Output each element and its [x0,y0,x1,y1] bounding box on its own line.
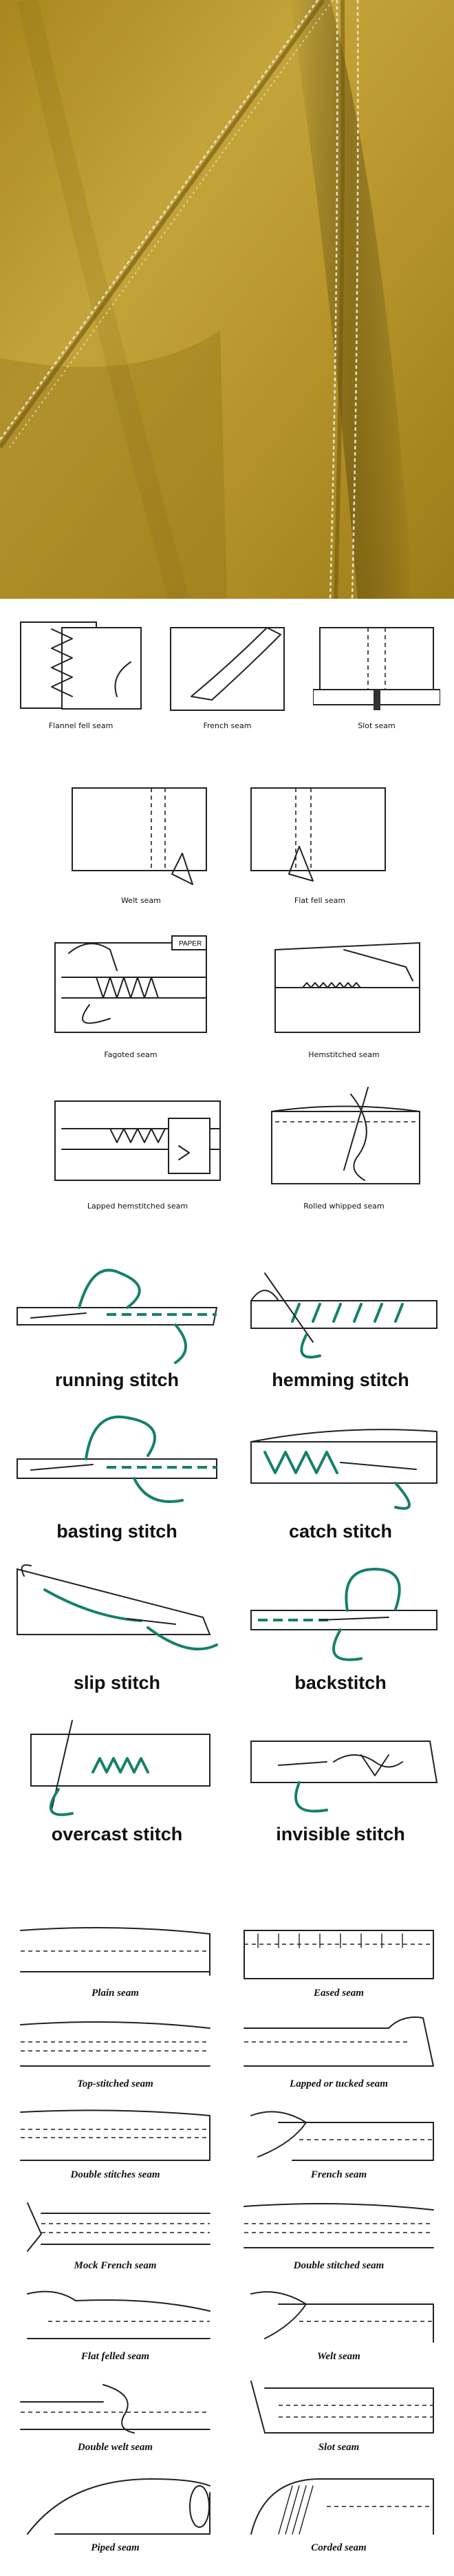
piped-seam-diagram [27,2478,210,2535]
top-diagram-row-1: Flannel fell seam French seam Slot seam [0,606,454,764]
caption-mock-french-seam: Mock French seam [74,2260,157,2271]
caption-hemming-stitch: hemming stitch [272,1370,409,1390]
paper-label: PAPER [179,940,202,948]
double-welt-seam-diagram [20,2384,210,2434]
caption-double-stitched-seam: Double stitched seam [293,2260,385,2271]
fabric-photo-image [0,0,454,599]
welt-seam-diagram [72,787,207,885]
lapped-or-tucked-seam-diagram [244,2016,434,2067]
caption-rolled-whipped-seam: Rolled whipped seam [303,1202,385,1211]
flat-fell-seam-diagram [250,787,386,882]
caption-slip-stitch: slip stitch [73,1672,161,1693]
double-stitched-seam-diagram [244,2203,434,2248]
caption-plain-seam: Plain seam [91,1988,139,1999]
slip-stitch-diagram [17,1564,218,1651]
caption-piped-seam: Piped seam [91,2542,140,2553]
caption-running-stitch: running stitch [55,1370,179,1390]
fancy-seam-grid: PAPER Fagoted seam Hemstitched seam Lapp… [0,922,454,1246]
french-seam-catalog-diagram [250,2111,434,2161]
plain-seam-diagram [20,1927,210,1976]
caption-french-seam-catalog: French seam [310,2169,367,2180]
caption-lapped-hemstitched-seam: Lapped hemstitched seam [87,1202,188,1211]
top-diagram-row-2: Welt seam Flat fell seam [0,764,454,915]
flat-felled-seam-diagram [27,2290,210,2339]
invisible-stitch-diagram [250,1741,438,1813]
caption-lapped-or-tucked-seam: Lapped or tucked seam [290,2078,388,2089]
running-stitch-diagram [17,1268,218,1364]
backstitch-diagram [250,1568,437,1661]
caption-double-stitches-seam: Double stitches seam [70,2169,160,2180]
slot-seam-diagram [313,627,440,710]
caption-invisible-stitch: invisible stitch [276,1824,405,1844]
rolled-whipped-seam-diagram [271,1087,420,1184]
caption-top-stitched-seam: Top-stitched seam [77,2078,153,2089]
caption-catch-stitch: catch stitch [288,1521,393,1542]
flannel-fell-seam-diagram [20,621,142,710]
caption-slot-seam-catalog: Slot seam [318,2442,360,2453]
top-stitched-seam-diagram [20,2021,210,2067]
basting-stitch-diagram [17,1415,217,1503]
welt-seam-catalog-diagram [250,2291,434,2343]
caption-welt-seam-catalog: Welt seam [317,2351,360,2362]
seam-catalog: Plain seam Eased seam Top-stitched seam … [0,1920,454,2574]
catch-stitch-diagram [250,1429,437,1510]
caption-flat-fell-seam: Flat fell seam [294,896,346,905]
caption-eased-seam: Eased seam [314,1988,364,1999]
caption-slot-seam: Slot seam [358,721,396,730]
caption-overcast-stitch: overcast stitch [51,1824,183,1844]
eased-seam-diagram [244,1930,434,1979]
caption-basting-stitch: basting stitch [56,1521,177,1542]
stitch-grid: running stitch hemming stitch basting st… [0,1259,454,1906]
mock-french-seam-diagram [27,2202,210,2252]
caption-flannel-fell-seam: Flannel fell seam [48,721,114,730]
double-stitches-seam-diagram [20,2109,210,2161]
fabric-photo [0,0,454,599]
hemming-stitch-diagram [250,1273,437,1359]
overcast-stitch-diagram [30,1720,210,1816]
corded-seam-diagram [250,2478,434,2535]
french-seam-diagram [170,627,285,711]
caption-french-seam: French seam [203,721,252,730]
caption-hemstitched-seam: Hemstitched seam [308,1050,380,1059]
caption-double-welt-seam: Double welt seam [77,2442,153,2453]
lapped-hemstitched-seam-diagram [54,1100,221,1181]
fagoted-seam-diagram: PAPER [54,935,207,1033]
caption-backstitch: backstitch [294,1672,387,1693]
caption-welt-seam: Welt seam [121,896,161,905]
slot-seam-catalog-diagram [250,2381,434,2434]
caption-fagoted-seam: Fagoted seam [104,1050,158,1059]
caption-flat-felled-seam: Flat felled seam [80,2351,150,2362]
hemstitched-seam-diagram [274,941,420,1033]
caption-corded-seam: Corded seam [311,2542,367,2553]
